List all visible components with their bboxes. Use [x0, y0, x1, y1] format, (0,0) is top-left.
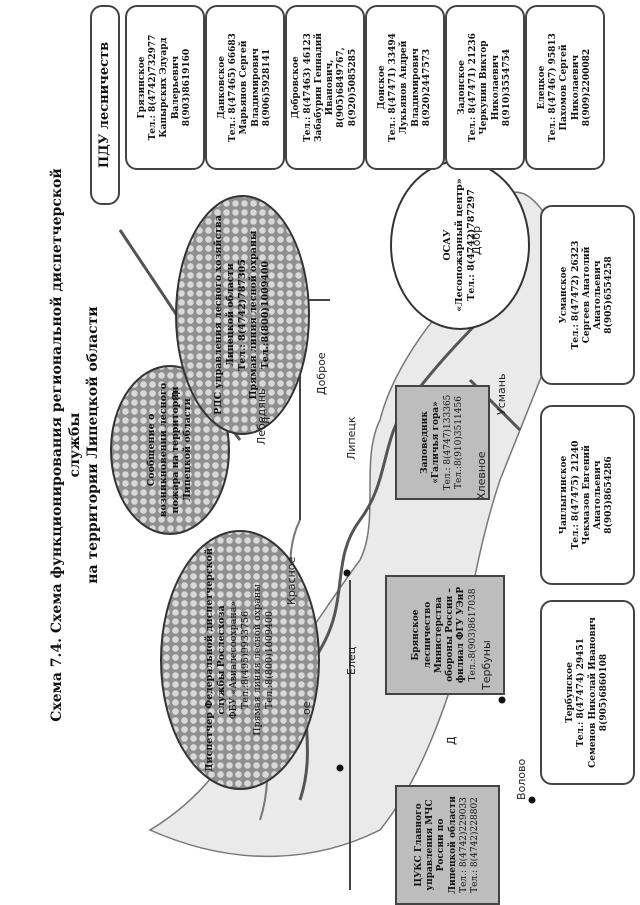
- map-label-khlevnoe: Хлевное: [475, 451, 488, 500]
- pdu-item-phone: Тел.: 8(47467) 95813: [548, 33, 559, 142]
- arrow-pdu-link: [118, 229, 182, 321]
- pdu-item-mobile: 8(906)5928141: [261, 48, 272, 127]
- reserve-heading: Заповедник «Галичья гора»: [420, 401, 442, 484]
- bottom-box-chaplyginskoe: Чаплыгинское Тел.: 8(47475) 21240 Чекмаз…: [540, 405, 635, 585]
- mchs-heading: ЦУКС Главного управления МЧС России по Л…: [413, 796, 458, 894]
- map-label-p-fragment: П: [170, 391, 183, 400]
- map-label-volovo: Волово: [515, 758, 528, 800]
- diagram-title: Схема 7.4. Схема функционирования регион…: [48, 135, 103, 755]
- pdu-item-name: Данковское: [216, 56, 227, 119]
- map-label-d-fragment: Д: [445, 736, 458, 745]
- bryansk-phone: Тел.:8(903)8617038: [467, 588, 478, 682]
- pdu-item-person: Черкунин Виктор Николаевич: [479, 40, 501, 135]
- pdu-item-phone: Тел.: 8(47465) 66683: [228, 33, 239, 142]
- terbunskoe-mobile: 8(905)6860108: [598, 653, 609, 732]
- title-line-1: Схема 7.4. Схема функционирования регион…: [49, 168, 84, 722]
- pdu-item-person: Забабурин Геннадий Иванович,: [313, 33, 335, 142]
- map-label-l-fragment: Л: [260, 416, 273, 425]
- map-label-krasnoe: Красное: [285, 556, 298, 605]
- osau-ellipse: ОСАУ «Лесопожарный центр» Тел.: 8(4742)7…: [390, 160, 530, 330]
- rdc-line-label: Прямая линия лесной охраны: [248, 230, 260, 400]
- map-label-usman: Усмань: [495, 373, 508, 415]
- reserve-phone-2: Тел.:8(910)3511456: [453, 396, 464, 489]
- pdu-item-phone: Тел.: 8(47463) 46123: [302, 33, 313, 142]
- pdu-item-mobile: 8(909)2200082: [581, 48, 592, 127]
- pdu-heading: ПДУ лесничеств: [96, 41, 112, 169]
- reserve-phone-1: Тел.: 8(4747)133365: [442, 394, 453, 491]
- map-label-dobr: Добр: [470, 225, 483, 255]
- dispatcher-org: ФБУ «Авиалесоохрана»: [228, 600, 240, 720]
- dispatcher-phone: Тел.:8(495)9933756: [240, 610, 251, 710]
- osau-name: «Лесопожарный центр»: [454, 178, 466, 312]
- pdu-item-phone: Тел.: 8(4742)732977: [148, 34, 159, 141]
- pdu-item-phone: Тел.: 8(47471) 33494: [388, 33, 399, 142]
- dispatcher-line-phone: Тел.:8(800)1009400: [263, 610, 275, 710]
- map-label-lipetsk: Липецк: [345, 416, 358, 460]
- terbunskoe-phone: Тел.: 8(47474) 29451: [576, 638, 587, 747]
- city-dot: [498, 696, 506, 704]
- dispatcher-line-label: Прямая линия лесной охраны: [251, 584, 263, 736]
- rdc-line-phone: Тел.:8(800)1009400: [260, 260, 272, 370]
- pdu-item-mobile: 8(910)3554754: [501, 48, 512, 127]
- mchs-phone-1: Тел.: 8(4742)229033: [458, 797, 469, 893]
- map-label-terbuny: Тербуны: [480, 640, 493, 690]
- usmanskoe-mobile: 8(905)6554258: [604, 256, 615, 334]
- map-label-elets: Елец: [345, 646, 358, 675]
- title-line-2: на территории Липецкой области: [85, 306, 102, 584]
- pdu-item-mobile: 8(903)8619160: [181, 48, 192, 127]
- pdu-item-name: Задонское: [456, 60, 467, 115]
- pdu-item-dobrovskoe: Добровское Тел.: 8(47463) 46123 Забабури…: [285, 5, 365, 170]
- rdc-phone: Тел.: 8(4742)787305: [236, 259, 248, 371]
- usmanskoe-name: Усманское: [559, 266, 570, 324]
- pdu-item-person: Пахомов Сергей Николаевич: [559, 44, 581, 131]
- usmanskoe-phone: Тел.: 8(47472) 26323: [570, 240, 581, 350]
- pdu-item-gryazinskoe: Грязинское Тел.: 8(4742)732977 Капырских…: [125, 5, 205, 170]
- city-dot: [336, 764, 344, 772]
- bottom-box-usmanskoe: Усманское Тел.: 8(47472) 26323 Сергеев А…: [540, 205, 635, 385]
- rdc-heading: РДС управления лесного хозяйства Липецко…: [212, 215, 236, 415]
- chaplyginskoe-mobile: 8(903)8654286: [604, 456, 615, 534]
- pdu-item-person: Марьянов Сергей Владимирович: [239, 40, 261, 135]
- pdu-item-dankovskoe: Данковское Тел.: 8(47465) 66683 Марьянов…: [205, 5, 285, 170]
- pdu-item-name: Добровское: [291, 56, 302, 119]
- bryansk-heading: Брянское лесничество Министерства оборон…: [411, 586, 467, 684]
- osau-heading: ОСАУ: [442, 229, 454, 261]
- pdu-item-donskoe: Донское Тел.: 8(47471) 33494 Лукьянов Ан…: [365, 5, 445, 170]
- terbunskoe-person: Семенов Николай Иванович: [587, 617, 598, 768]
- city-dot: [528, 796, 536, 804]
- pdu-item-mobile: 8(905)6849767, 8(920)5085285: [336, 47, 358, 128]
- mchs-phone-2: Тел.: 8(4742)228802: [470, 797, 480, 893]
- report-text: Сообщение о возникновении лесного пожара…: [146, 382, 193, 518]
- dispatcher-heading: Диспетчер Федеральной диспетчерской служ…: [204, 548, 228, 772]
- chaplyginskoe-name: Чаплыгинское: [559, 455, 570, 535]
- pdu-item-name: Донское: [376, 65, 387, 110]
- chaplyginskoe-phone: Тел.: 8(47475) 21240: [570, 440, 581, 550]
- pdu-item-zadonskoe: Задонское Тел.: 8(47471) 21236 Черкунин …: [445, 5, 525, 170]
- pdu-item-name: Грязинское: [136, 56, 147, 119]
- pdu-item-person: Лукьянов Андрей Владимирович: [399, 40, 421, 135]
- bottom-box-terbunskoe: Тербунское Тел.: 8(47474) 29451 Семенов …: [540, 600, 635, 785]
- map-label-oe: ое: [300, 701, 313, 716]
- pdu-header: ПДУ лесничеств: [90, 5, 120, 205]
- usmanskoe-person: Сергеев Анатолий Анатольевич: [581, 246, 604, 344]
- pdu-item-eletskoe: Елецкое Тел.: 8(47467) 95813 Пахомов Сер…: [525, 5, 605, 170]
- pdu-item-person: Капырских Эдуард Валерьевич: [159, 37, 181, 138]
- rdc-ellipse: РДС управления лесного хозяйства Липецко…: [175, 195, 310, 435]
- chaplyginskoe-person: Чекмазов Евгений Анатольевич: [581, 445, 604, 545]
- map-label-dobroe: Доброе: [315, 352, 328, 395]
- terbunskoe-name: Тербунское: [565, 662, 575, 723]
- pdu-item-phone: Тел.: 8(47471) 21236: [468, 33, 479, 142]
- city-dot: [343, 569, 351, 577]
- pdu-item-mobile: 8(920)2447573: [421, 48, 432, 127]
- pdu-item-name: Елецкое: [536, 65, 547, 110]
- mchs-box: ЦУКС Главного управления МЧС России по Л…: [395, 785, 500, 905]
